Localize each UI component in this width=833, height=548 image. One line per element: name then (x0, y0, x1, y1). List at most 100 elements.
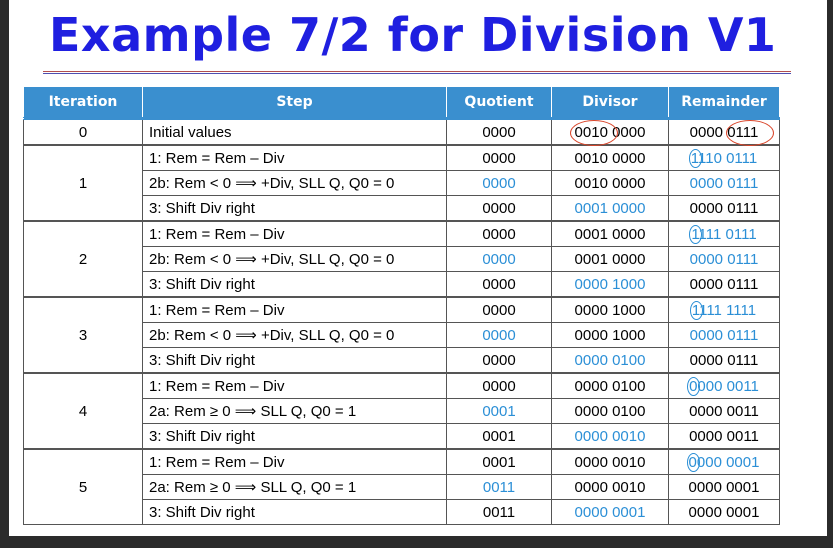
cell-remainder-text: 0000 0011 (689, 402, 759, 420)
cell-step-text: 1: Rem = Rem – Div (149, 453, 285, 471)
cell-remainder-text: 0000 0111 (689, 250, 759, 268)
header-quotient: Quotient (446, 86, 552, 120)
cell-divisor-text: 0010 0000 (574, 149, 646, 167)
cell-divisor: 0000 0100 (551, 372, 669, 399)
cell-quotient: 0000 (446, 372, 552, 399)
cell-remainder: 0000 0011 (668, 372, 780, 399)
cell-step-text: 3: Shift Div right (149, 351, 255, 369)
cell-step-text: 2a: Rem ≥ 0 ⟹ SLL Q, Q0 = 1 (149, 403, 357, 420)
cell-quotient: 0000 (446, 271, 552, 298)
cell-divisor: 0010 0000 (551, 117, 669, 146)
cell-divisor-text: 0000 1000 (574, 326, 646, 344)
cell-quotient: 0000 (446, 322, 552, 348)
cell-remainder-text: 0000 0111 (689, 326, 759, 344)
cell-quotient-text: 0000 (482, 174, 516, 192)
cell-step: 3: Shift Div right (142, 271, 447, 298)
cell-quotient: 0011 (446, 499, 552, 525)
cell-step-text: 1: Rem = Rem – Div (149, 301, 285, 319)
cell-divisor-text: 0000 0100 (574, 402, 646, 420)
cell-remainder: 0000 0111 (668, 117, 780, 146)
header-divisor: Divisor (551, 86, 669, 120)
cell-remainder: 0000 0111 (668, 271, 780, 298)
cell-remainder: 0000 0001 (668, 474, 780, 500)
divisor-upper-oval (569, 119, 618, 146)
cell-remainder-text: 1111 1111 (689, 300, 757, 320)
cell-step: 3: Shift Div right (142, 423, 447, 450)
cell-quotient-text: 0000 (482, 275, 516, 293)
cell-divisor: 0010 0000 (551, 144, 669, 171)
cell-step: 3: Shift Div right (142, 499, 447, 525)
table-row: 3: Shift Div right 0000 0000 1000 0000 0111 (24, 271, 780, 298)
title-underline-accent (43, 73, 791, 74)
cell-remainder: 0000 0011 (668, 423, 780, 450)
cell-step: 2a: Rem ≥ 0 ⟹ SLL Q, Q0 = 1 (142, 474, 447, 500)
cell-step-text: 2b: Rem < 0 ⟹ +Div, SLL Q, Q0 = 0 (149, 327, 395, 344)
cell-divisor-text: 0001 0000 (574, 199, 646, 217)
cell-quotient-text: 0000 (482, 351, 516, 369)
sign-bit-marker (689, 300, 703, 320)
cell-quotient-text: 0001 (482, 453, 516, 471)
cell-divisor-text: 0001 0000 (574, 225, 646, 243)
cell-divisor: 0001 0000 (551, 195, 669, 222)
table-row: 2b: Rem < 0 ⟹ +Div, SLL Q, Q0 = 0 0000 001… (24, 170, 780, 196)
sign-bit-marker (686, 452, 700, 472)
division-table: Iteration Step Quotient Divisor Remainde… (23, 86, 780, 525)
table-row: 2 1: Rem = Rem – Div 0000 0001 0000 1111 011… (23, 220, 780, 298)
cell-divisor-text: 0010 0000 (574, 174, 646, 192)
cell-step: 1: Rem = Rem – Div (142, 372, 447, 399)
cell-remainder-text: 0000 0011 (687, 376, 759, 396)
cell-quotient-text: 0011 (482, 503, 516, 521)
cell-divisor-text: 0000 0001 (574, 503, 646, 521)
cell-step-text: 1: Rem = Rem – Div (149, 225, 285, 243)
cell-remainder-text: 1111 0111 (689, 224, 757, 244)
cell-quotient-text: 0000 (482, 250, 516, 268)
cell-divisor-text: 0001 0000 (574, 250, 646, 268)
cell-quotient: 0000 (446, 296, 552, 323)
cell-step-text: 3: Shift Div right (149, 275, 255, 293)
cell-quotient-text: 0011 (482, 478, 516, 496)
cell-divisor: 0000 1000 (551, 296, 669, 323)
cell-divisor-text: 0000 1000 (574, 275, 646, 293)
table-row: 2a: Rem ≥ 0 ⟹ SLL Q, Q0 = 1 0001 0000 0100… (24, 398, 780, 424)
cell-remainder-text: 0000 0111 (690, 119, 774, 146)
cell-remainder-text: 0000 0111 (689, 351, 759, 369)
cell-quotient-text: 0000 (482, 123, 516, 141)
title-underline (43, 71, 791, 72)
cell-step: Initial values (142, 117, 447, 146)
cell-quotient: 0000 (446, 170, 552, 196)
cell-divisor-text: 0000 0010 (574, 453, 646, 471)
cell-quotient-text: 0000 (482, 149, 516, 167)
cell-iteration: 1 (23, 144, 143, 222)
header-iteration: Iteration (23, 86, 143, 120)
cell-step-text: 1: Rem = Rem – Div (149, 149, 285, 167)
header-remainder: Remainder (668, 86, 780, 120)
cell-divisor: 0000 1000 (551, 322, 669, 348)
cell-quotient: 0000 (446, 220, 552, 247)
cell-divisor: 0000 0001 (551, 499, 669, 525)
cell-remainder: 1110 0111 (668, 144, 780, 171)
cell-divisor-text: 0000 0010 (574, 427, 646, 445)
table-row: 2b: Rem < 0 ⟹ +Div, SLL Q, Q0 = 0 0000 000… (24, 246, 780, 272)
cell-step-text: Initial values (149, 123, 232, 141)
cell-step: 2b: Rem < 0 ⟹ +Div, SLL Q, Q0 = 0 (142, 246, 447, 272)
cell-divisor-text: 0010 0000 (569, 119, 645, 146)
cell-quotient: 0000 (446, 144, 552, 171)
cell-remainder: 0000 0111 (668, 246, 780, 272)
cell-step: 1: Rem = Rem – Div (142, 144, 447, 171)
cell-quotient: 0011 (446, 474, 552, 500)
cell-divisor: 0001 0000 (551, 220, 669, 247)
cell-step: 3: Shift Div right (142, 347, 447, 374)
cell-remainder: 0000 0111 (668, 195, 780, 222)
cell-step-text: 2b: Rem < 0 ⟹ +Div, SLL Q, Q0 = 0 (149, 175, 395, 192)
cell-divisor: 0001 0000 (551, 246, 669, 272)
cell-divisor-text: 0000 0010 (574, 478, 646, 496)
cell-remainder-text: 0000 0001 (688, 478, 760, 496)
cell-iteration: 2 (23, 220, 143, 298)
cell-remainder-text: 0000 0111 (689, 275, 759, 293)
cell-step-text: 3: Shift Div right (149, 503, 255, 521)
cell-quotient-text: 0001 (482, 402, 516, 420)
cell-quotient-text: 0001 (482, 427, 516, 445)
